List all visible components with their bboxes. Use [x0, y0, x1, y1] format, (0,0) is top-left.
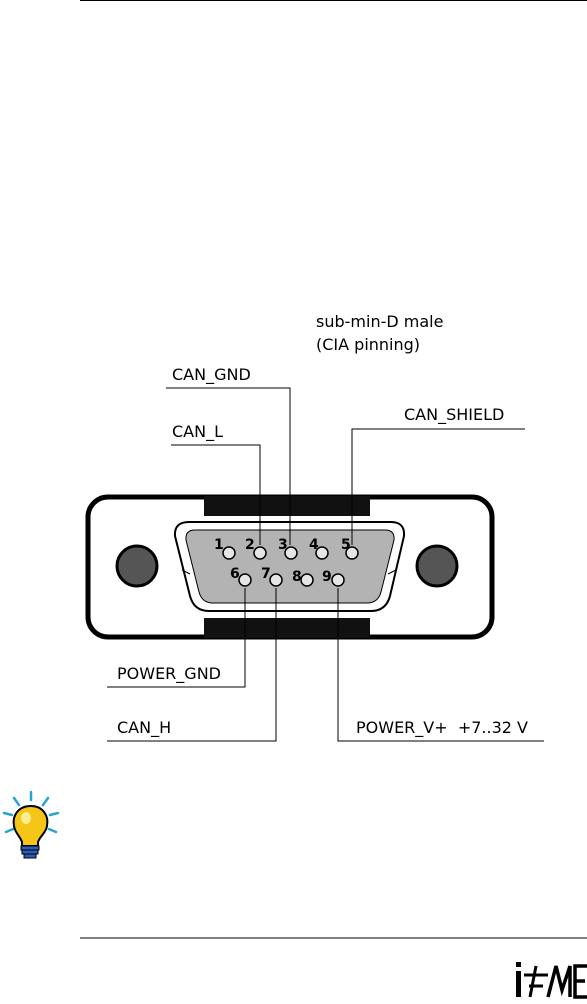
- pin-7-hole: [270, 574, 282, 586]
- can-l-label: CAN_L: [172, 422, 223, 442]
- pin-6-number: 6: [230, 566, 240, 582]
- pin-9-number: 9: [322, 569, 332, 585]
- ifme-logo-icon: [516, 962, 587, 997]
- connector-bottom-flange: [204, 618, 370, 638]
- can-gnd-label: CAN_GND: [172, 365, 251, 385]
- pin-8-hole: [301, 574, 313, 586]
- pin-3-number: 3: [278, 537, 288, 553]
- pin-4-number: 4: [309, 537, 319, 553]
- connector-type-label: sub-min-D male: [316, 312, 443, 331]
- pin-2-hole: [254, 547, 266, 559]
- pin-9-hole: [332, 574, 344, 586]
- pin-7-number: 7: [261, 566, 271, 582]
- connector-type-note: (CIA pinning): [316, 335, 420, 354]
- pin-6-hole: [239, 574, 251, 586]
- mounting-screw-right: [417, 546, 457, 586]
- connector-top-flange: [204, 496, 370, 516]
- can-shield-label: CAN_SHIELD: [404, 405, 504, 425]
- pin-2-number: 2: [245, 537, 255, 553]
- pin-1-hole: [223, 547, 235, 559]
- power-v-label: POWER_V+ +7..32 V: [356, 718, 528, 738]
- can-h-label: CAN_H: [117, 718, 171, 738]
- pin-1-number: 1: [214, 537, 224, 553]
- pin-5-number: 5: [341, 537, 351, 553]
- mounting-screw-left: [117, 546, 157, 586]
- pin-8-number: 8: [292, 569, 302, 585]
- power-gnd-label: POWER_GND: [117, 664, 221, 684]
- lightbulb-icon: [4, 792, 58, 858]
